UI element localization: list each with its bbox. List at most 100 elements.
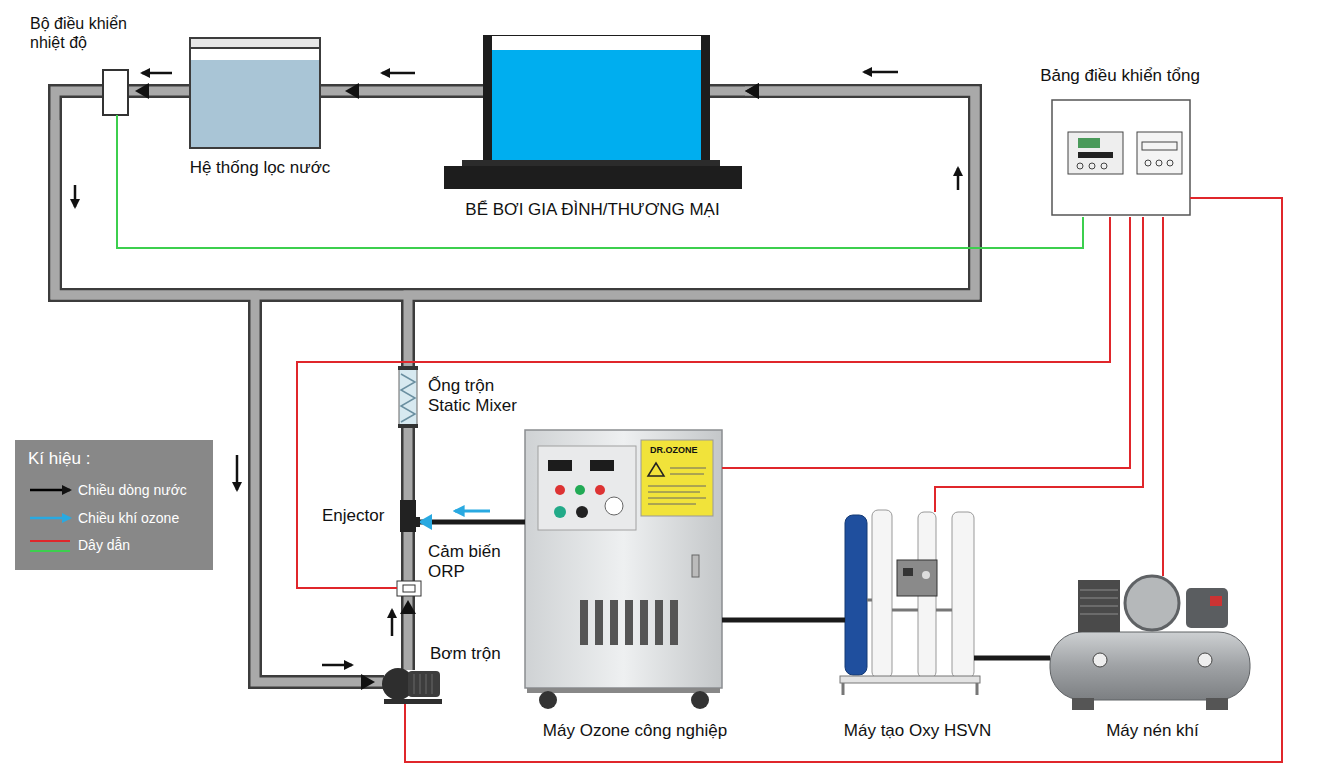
filter-drawing-part (191, 60, 319, 147)
arrow-head (745, 83, 759, 99)
node-label: Cảm biến ORP (428, 542, 515, 583)
ozone-machine-drawing-part (595, 485, 605, 495)
ozone-machine-drawing-part (590, 460, 614, 471)
oxygen-machine-drawing-part (952, 512, 974, 678)
ozone-machine-drawing-part (595, 600, 603, 645)
flow-arrows-part (864, 71, 898, 74)
pipe-stubs-part (401, 640, 415, 670)
water-pipe (404, 426, 413, 494)
ozone-machine-drawing-part (520, 520, 525, 525)
pool-drawing-part (492, 36, 701, 50)
sensor-drawing-part (395, 587, 397, 589)
flow-arrows-part (74, 185, 77, 207)
panel-drawing-part (1190, 197, 1220, 199)
pump-drawing-part (384, 699, 442, 704)
ozone-machine-drawing-part (641, 440, 713, 516)
signal-wire (405, 198, 1282, 762)
flow-arrows-part (142, 72, 172, 75)
sensor-drawing-part (403, 585, 415, 592)
compressor-drawing-part (1206, 698, 1228, 710)
static-mixer: Ống trộn Static Mixer (395, 368, 540, 426)
pipe-stubs-part (404, 640, 413, 670)
connector-layer-inner (55, 91, 1282, 762)
compressor-drawing-part (1198, 653, 1212, 667)
legend-text: Chiều dòng nước (78, 482, 208, 499)
water-pipe (345, 87, 440, 96)
filter-drawing-part (190, 38, 320, 148)
ozone-machine-drawing-part (580, 600, 588, 645)
node-label: Máy tạo Oxy HSVN (830, 721, 1005, 741)
panel-drawing-part (1078, 138, 1100, 148)
panel-drawing-part (1052, 100, 1190, 215)
legend-text: Chiều khí ozone (78, 510, 208, 527)
legend-box-part (15, 440, 213, 570)
panel-drawing-part (1167, 160, 1173, 166)
ozone-machine-drawing-part (555, 485, 565, 495)
ozone-machine-drawing-part (575, 485, 585, 495)
ozone-machine-drawing-part (722, 467, 750, 469)
pool: BỂ BƠI GIA ĐÌNH/THƯƠNG MẠI (440, 30, 745, 225)
ozone-machine-drawing-part (670, 600, 678, 645)
controller-box: Bộ điều khiển nhiệt độ (30, 14, 135, 120)
pump-drawing (382, 668, 442, 708)
pipe-outline (401, 538, 415, 542)
ozone-machine-drawing-part (625, 600, 633, 645)
ozone-machine-drawing-part (610, 600, 618, 645)
compressor-drawing-part (1080, 590, 1118, 614)
filter-drawing-part (190, 38, 320, 48)
pump-drawing-part (404, 704, 406, 708)
legend-box-part (30, 550, 70, 552)
pipe-outline-layer (55, 91, 975, 682)
pipe-stubs-part (710, 84, 745, 98)
node-label: Bộ điều khiển nhiệt độ (30, 14, 135, 52)
compressor-drawing-part (1093, 653, 1107, 667)
pipe-outline (345, 84, 440, 98)
pipe-outline (55, 120, 375, 682)
flow-arrows-part (322, 664, 352, 667)
ozone-machine-drawing-part (525, 430, 722, 688)
flow-arrows-part (455, 510, 490, 513)
ozone-machine-drawing-part (605, 497, 623, 515)
ozone-machine-drawing-part (539, 691, 557, 709)
oxygen-generator: Máy tạo Oxy HSVN (830, 500, 1005, 745)
compressor-drawing-part (1072, 698, 1094, 710)
mixing-pump: Bơm trộn (375, 640, 515, 708)
mixer-drawing-part (398, 366, 418, 370)
compressor-drawing (1045, 550, 1250, 710)
legend-box-part (30, 540, 70, 542)
controller-drawing (103, 70, 128, 120)
legend-box-part (30, 517, 70, 520)
signal-wire (750, 217, 1130, 468)
arrow-head (745, 83, 759, 99)
oxygen-machine-drawing-part (872, 510, 892, 678)
pipe-stubs-part (440, 84, 483, 98)
node-label: BỂ BƠI GIA ĐÌNH/THƯƠNG MẠI (440, 200, 745, 220)
pool-drawing (444, 35, 742, 189)
panel-drawing-part (1156, 160, 1162, 166)
panel-drawing-part (1089, 163, 1095, 169)
panel-drawing-part (1101, 163, 1107, 169)
ozone-machine-drawing-part (576, 506, 588, 518)
oxygen-machine-drawing-part (830, 618, 845, 623)
arrow-head (345, 83, 359, 99)
brand-label: DR.OZONE (650, 445, 698, 456)
arrow-head (135, 83, 149, 99)
arrow-head (418, 514, 432, 530)
gas-line (418, 520, 520, 525)
ozone-machine-drawing-part (648, 463, 664, 476)
pipe-outline (401, 600, 415, 640)
oxygen-machine-drawing-part (843, 683, 977, 695)
ozone-generator: Máy Ozone công nghiệp (520, 425, 750, 745)
oxygen-machine-drawing-part (974, 656, 1005, 661)
ozone-machine-drawing-part (722, 618, 750, 623)
injector-drawing-part (416, 517, 420, 527)
water-pipe (55, 120, 375, 682)
mixer-drawing-part (398, 424, 418, 428)
injector-drawing (400, 500, 420, 532)
node-label: Máy Ozone công nghiệp (520, 721, 750, 741)
ozone-machine-drawing-part (527, 688, 720, 693)
panel-drawing-part (1145, 160, 1151, 166)
pipe-outline (135, 84, 175, 98)
